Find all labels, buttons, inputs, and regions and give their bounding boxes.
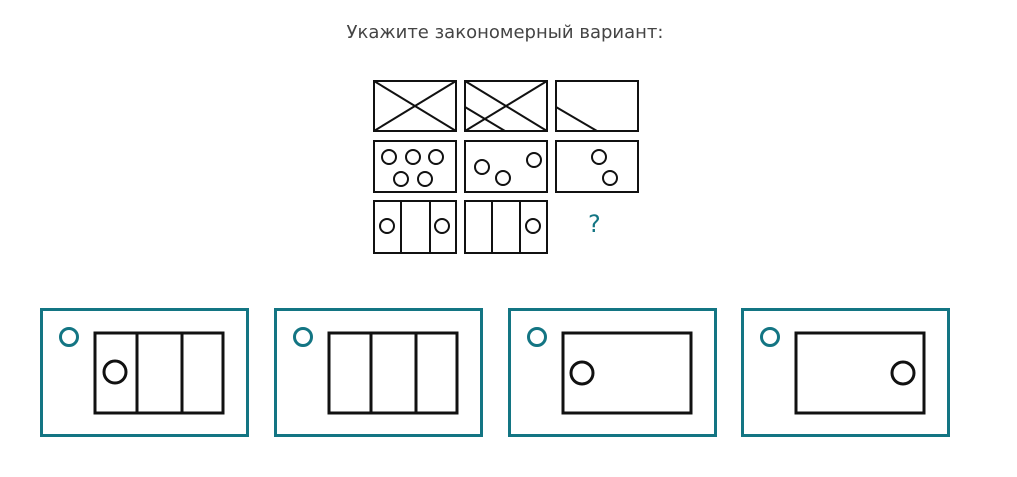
cell-r2c3 xyxy=(555,140,639,193)
answer-option-1[interactable] xyxy=(40,308,249,437)
question-title: Укажите закономерный вариант: xyxy=(346,22,664,43)
radio-button[interactable] xyxy=(59,327,79,347)
radio-button[interactable] xyxy=(760,327,780,347)
missing-cell-question-mark: ? xyxy=(588,210,601,238)
answer-option-4[interactable] xyxy=(741,308,950,437)
puzzle-matrix xyxy=(373,80,639,254)
cell-r2c2 xyxy=(464,140,548,193)
option-figure xyxy=(561,331,693,415)
cell-r3c1 xyxy=(373,200,457,254)
answer-option-2[interactable] xyxy=(274,308,483,437)
option-figure xyxy=(327,331,459,415)
option-figure xyxy=(794,331,926,415)
radio-button[interactable] xyxy=(527,327,547,347)
cell-r3c2 xyxy=(464,200,548,254)
cell-r2c1 xyxy=(373,140,457,193)
radio-button[interactable] xyxy=(293,327,313,347)
cell-r1c2 xyxy=(464,80,548,132)
answer-option-3[interactable] xyxy=(508,308,717,437)
cell-r1c1 xyxy=(373,80,457,132)
option-figure xyxy=(93,331,225,415)
cell-r1c3 xyxy=(555,80,639,132)
